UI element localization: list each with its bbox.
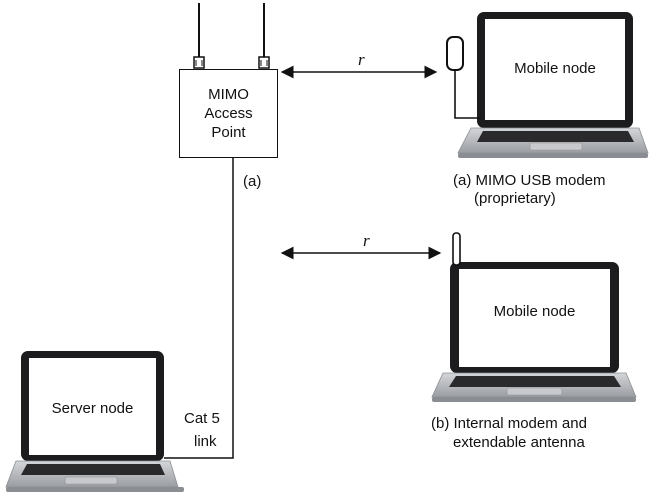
laptop-server: [5, 351, 184, 492]
mobile-top-caption-line1: (a) MIMO USB modem: [453, 172, 606, 189]
laptop-mobile-bottom: [431, 262, 637, 402]
range-label-top: r: [358, 50, 365, 69]
ap-label-line3: Point: [211, 124, 246, 141]
server-screen-label: Server node: [51, 400, 134, 417]
cat5-label-line2: link: [194, 433, 217, 450]
ap-port-label: (a): [243, 173, 262, 190]
ap-label-line2: Access: [204, 105, 253, 122]
range-label-bottom: r: [363, 231, 370, 250]
mobile-top-caption-line2: (proprietary): [474, 190, 556, 207]
ap-antennas: [193, 3, 270, 69]
laptop-mobile-top: [457, 12, 649, 158]
mobile-bottom-caption-line2: extendable antenna: [453, 434, 585, 451]
mobile-top-screen-label: Mobile node: [514, 60, 596, 77]
usb-modem: [446, 36, 481, 119]
mobile-bottom-screen-label: Mobile node: [493, 303, 576, 320]
access-point-box: MIMO Access Point: [179, 69, 278, 158]
cat5-label-line1: Cat 5: [184, 410, 220, 427]
mobile-bottom-caption-line1: (b) Internal modem and: [431, 415, 587, 432]
ap-label-line1: MIMO: [208, 86, 249, 103]
cat5-cable: [164, 158, 234, 459]
extendable-antenna: [452, 232, 461, 266]
